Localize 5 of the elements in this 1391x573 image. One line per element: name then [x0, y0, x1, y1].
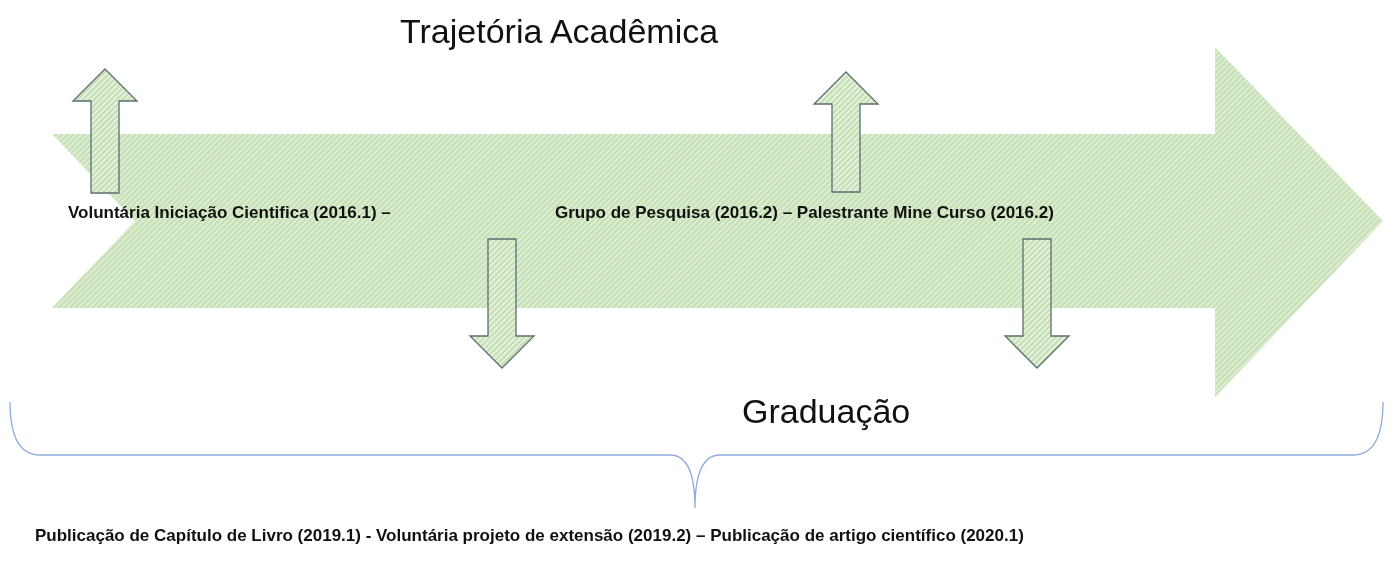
timeline-entry: Publicação de Capítulo de Livro (2019.1) - Voluntária projeto de extensão (2019.2) – Publicação de artigo científico (2020.1)	[35, 525, 1025, 547]
diagram-title: Trajetória Acadêmica	[400, 12, 719, 51]
timeline-entry: Grupo de Pesquisa (2016.2) – Palestrante Mine Curso (2016.2)	[555, 203, 1054, 223]
timeline-entry: Voluntária Iniciação Cientifica (2016.1) –	[68, 203, 391, 223]
section-heading: Graduação	[742, 392, 911, 431]
